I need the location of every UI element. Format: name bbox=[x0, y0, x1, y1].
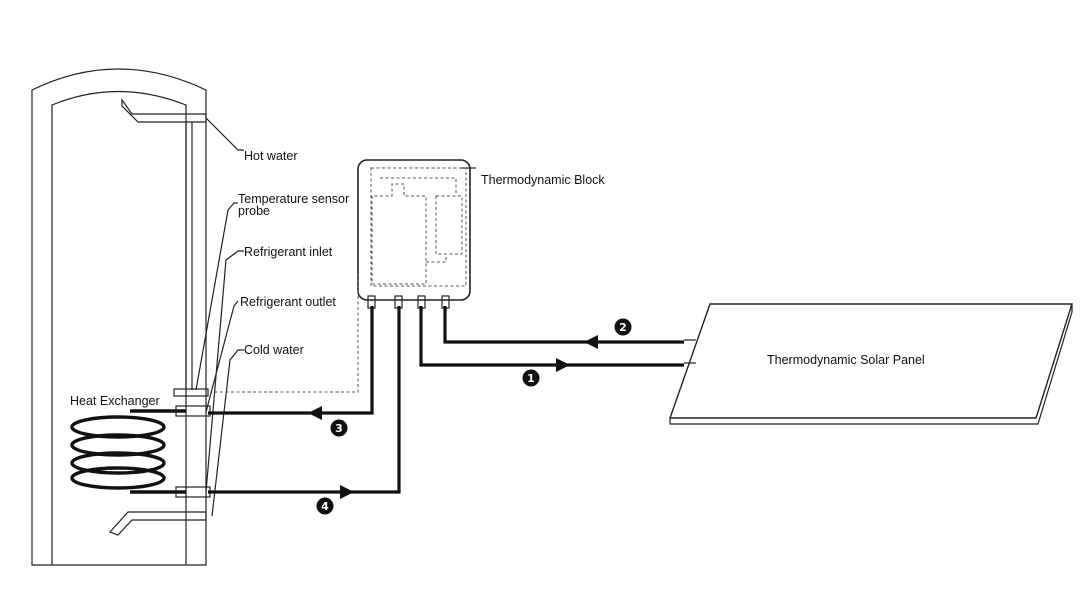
solar-panel-body bbox=[669, 303, 1073, 419]
solar-panel: Thermodynamic Solar Panel bbox=[669, 303, 1073, 425]
heat-exchanger-label: Heat Exchanger bbox=[70, 394, 160, 408]
pipe-1 bbox=[419, 306, 684, 367]
sensor-cable bbox=[210, 274, 359, 393]
water-tank bbox=[31, 68, 211, 566]
hot-water-pipe bbox=[121, 98, 207, 123]
flow-arrow-4 bbox=[340, 485, 354, 499]
marker-3: 3 bbox=[330, 419, 348, 437]
cold-water-pipe bbox=[108, 511, 207, 536]
tank-inner-wall bbox=[51, 90, 187, 565]
block-internal-circuit bbox=[370, 167, 467, 287]
leader-lines bbox=[195, 117, 476, 517]
block-housing bbox=[357, 159, 471, 301]
temperature-sensor-label-line2: probe bbox=[238, 204, 270, 218]
marker-1-text: 1 bbox=[527, 372, 535, 385]
pipe-4 bbox=[208, 306, 401, 494]
solar-panel-edge bbox=[669, 304, 1073, 425]
hot-water-label: Hot water bbox=[244, 149, 298, 163]
sensor-probe-tip bbox=[173, 388, 209, 397]
temperature-sensor-label-line1: Temperature sensor bbox=[238, 192, 349, 206]
marker-4: 4 bbox=[316, 497, 334, 515]
cold-water-label: Cold water bbox=[244, 343, 304, 357]
thermodynamic-block-label: Thermodynamic Block bbox=[481, 173, 605, 187]
thermodynamic-block bbox=[210, 159, 471, 393]
pipe-2 bbox=[443, 306, 684, 344]
flow-arrow-2 bbox=[584, 335, 598, 349]
marker-4-text: 4 bbox=[321, 500, 329, 513]
heat-exchanger-coil bbox=[70, 409, 186, 494]
pipe-3 bbox=[208, 306, 374, 415]
flow-arrow-1 bbox=[556, 358, 570, 372]
marker-2-text: 2 bbox=[619, 321, 627, 334]
solar-panel-label: Thermodynamic Solar Panel bbox=[767, 353, 925, 367]
tank-outer-shell bbox=[31, 68, 207, 566]
refrigerant-outlet-fitting bbox=[175, 405, 211, 417]
refrigerant-outlet-label: Refrigerant outlet bbox=[240, 295, 336, 309]
marker-3-text: 3 bbox=[335, 422, 343, 435]
marker-1: 1 bbox=[522, 369, 540, 387]
flow-arrow-3 bbox=[308, 406, 322, 420]
marker-2: 2 bbox=[614, 318, 632, 336]
refrigerant-inlet-label: Refrigerant inlet bbox=[244, 245, 333, 259]
